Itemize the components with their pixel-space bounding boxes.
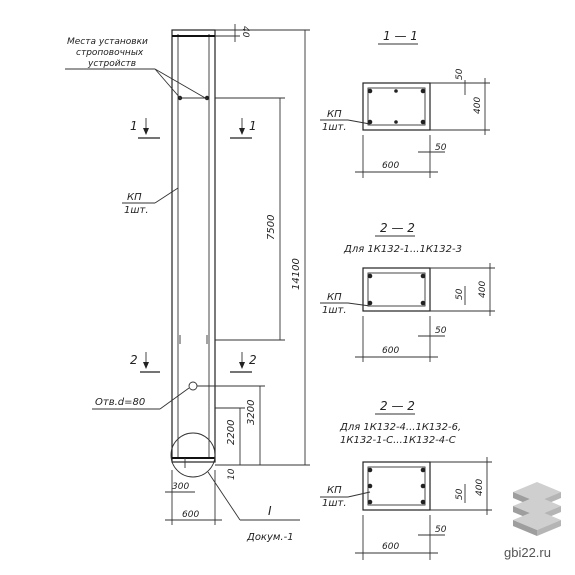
dim-14100: 14100 [291,258,302,290]
section-2b-subtitle-1: Для 1К132-4...1К132-6, [339,422,461,433]
cut-2-left-arrowhead [143,362,149,369]
section-2a-stirrup [367,272,426,307]
section-1-kp: КП [327,109,342,120]
section-2a-title: 2 — 2 [380,221,415,235]
section-1-outline [362,82,431,131]
section-2a-kp-leader [347,302,371,307]
section-2b-subtitle-2: 1К132-1-С...1К132-4-С [340,435,456,446]
stacked-slabs-icon [513,482,561,536]
detail-circle [170,432,216,478]
kp-label: КП [127,192,142,203]
dim-2200: 2200 [226,420,237,445]
detail-label: I [268,504,272,518]
cut-2-right-label: 2 [249,353,257,367]
kp-callout-column: КП 1шт. [122,187,179,216]
section-2-2-a: 2 — 2 Для 1К132-1...1К132-3 КП 1шт. 400 … [320,221,495,362]
section-2b-outline [362,461,431,511]
section-2b-title: 2 — 2 [380,399,415,413]
cut-marks-2: 2 2 [130,352,257,373]
detail-callout: I Докум.-1 [207,471,300,543]
mounting-note: Места установки строповочных устройств [65,37,208,100]
dim-10: 10 [227,468,237,480]
s1-dim-600: 600 [382,161,399,171]
cut-1-right-arrowhead [239,128,245,135]
doc-label: Докум.-1 [246,532,294,543]
mounting-leader-2 [154,68,208,100]
cut-marks-1: 1 1 [130,118,257,139]
section-2a-kp: КП [327,292,342,303]
s3-dim-50a: 50 [455,488,465,500]
cut-1-left-arrowhead [143,128,149,135]
section-2b-kp-leader [347,491,371,498]
s2-dim-400: 400 [478,281,488,298]
section-2a-subtitle: Для 1К132-1...1К132-3 [343,244,462,255]
dim-600: 600 [182,510,199,520]
opening-leader [159,387,190,410]
section-1-1: 1 — 1 КП 1шт. 400 50 600 50 [320,29,490,178]
column-dimensions: 40 7500 14100 3200 2200 10 300 600 [165,24,310,525]
s2-dim-50a: 50 [455,288,465,300]
dim-300: 300 [172,482,189,492]
dim-3200: 3200 [246,400,257,425]
opening-label: Отв.d=80 [95,397,145,408]
section-1-title: 1 — 1 [383,29,418,43]
kp-leader [154,187,179,204]
s3-dim-50b: 50 [435,525,447,535]
s3-dim-600: 600 [382,542,399,552]
column-elevation [170,29,216,478]
s1-dim-50a: 50 [455,68,465,80]
cut-2-right-arrowhead [239,362,245,369]
lifting-point-right [204,95,210,101]
cut-1-left-label: 1 [130,119,138,133]
cut-2-left-label: 2 [130,353,138,367]
s1-dim-400: 400 [473,97,483,114]
mounting-note-line-1: Места установки [67,37,148,47]
section-2b-kp-qty: 1шт. [322,498,347,509]
section-2b-kp: КП [327,485,342,496]
section-2a-outline [362,267,431,312]
mounting-note-line-3: устройств [87,59,136,69]
detail-leader [207,471,241,521]
opening-callout: Отв.d=80 [92,387,190,410]
section-2-2-b: 2 — 2 Для 1К132-4...1К132-6, 1К132-1-С..… [320,399,492,560]
column-outline [171,29,216,463]
s3-dim-400: 400 [475,479,485,496]
section-2b-stirrup [367,466,426,506]
s2-dim-50b: 50 [435,326,447,336]
section-1-kp-qty: 1шт. [322,122,347,133]
s1-dim-50b: 50 [435,143,447,153]
section-1-kp-leader [347,119,371,125]
watermark-text: gbi22.ru [504,545,551,560]
kp-qty: 1шт. [124,205,149,216]
section-1-stirrup [367,87,426,126]
cut-1-right-label: 1 [249,119,257,133]
dim-7500: 7500 [266,215,277,240]
s2-dim-600: 600 [382,346,399,356]
opening-hole [188,381,198,391]
mounting-leader-1 [154,68,182,100]
mounting-note-line-2: строповочных [76,48,144,58]
watermark-logo [513,482,561,536]
dim-40: 40 [240,26,250,38]
section-2a-kp-qty: 1шт. [322,305,347,316]
